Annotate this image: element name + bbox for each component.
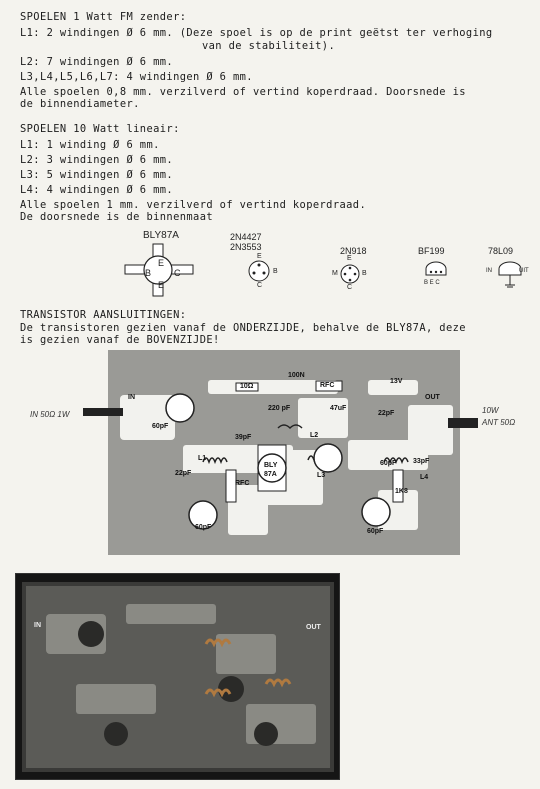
c-60p-d: 60pF — [367, 528, 384, 535]
bly-label1: BLY — [264, 462, 278, 469]
q2-pin-b: B — [273, 268, 278, 275]
section1-note1: Alle spoelen 0,8 mm. verzilverd of verti… — [20, 86, 466, 98]
section2-title: SPOELEN 10 Watt lineair: — [20, 123, 180, 135]
c-33p: 33pF — [413, 458, 430, 465]
to72-diagram — [340, 264, 360, 284]
reg-pin-out: UIT — [519, 268, 529, 274]
q2-name2: 2N3553 — [230, 242, 262, 252]
c-60p-a: 60pF — [152, 423, 169, 430]
section2-note1: Alle spoelen 1 mm. verzilverd of vertind… — [20, 199, 367, 211]
q3-name: 2N918 — [340, 246, 367, 256]
c-39p: 39pF — [235, 434, 252, 441]
reg-pin-in: IN — [486, 268, 492, 274]
coil-l4: L4 — [420, 474, 429, 481]
bly87a-pin-e1: E — [158, 258, 165, 268]
coil-l3: L3 — [317, 472, 326, 479]
section3-line1: De transistoren gezien vanaf de ONDERZIJ… — [20, 322, 466, 334]
reg-name: 78L09 — [488, 246, 514, 256]
q2-pin-c: C — [257, 282, 263, 289]
regulator-diagram — [498, 261, 522, 288]
board-photo-image — [22, 582, 334, 772]
pad-in: IN — [128, 394, 135, 401]
bly-label2: 87A — [264, 471, 277, 478]
pad-out: OUT — [425, 394, 440, 401]
q4-name: BF199 — [418, 246, 445, 256]
q3-pin-m: M — [332, 270, 338, 277]
pad-13v: 13V — [390, 378, 403, 385]
r-10ohm: 10Ω — [240, 383, 254, 390]
section2-note2: De doorsnede is de binnenmaat — [20, 211, 214, 223]
bly87a-pin-e2: E — [158, 280, 165, 290]
section1-l1: L1: 2 windingen Ø 6 mm. (Deze spoel is o… — [20, 27, 493, 39]
c-22p-b: 22pF — [175, 470, 192, 477]
photo-out: OUT — [306, 624, 321, 631]
c-60p-b: 60pF — [380, 460, 397, 467]
q3-pin-e: E — [347, 255, 352, 262]
bly87a-diagram — [124, 243, 194, 297]
section1-l2: L2: 7 windingen Ø 6 mm. — [20, 56, 174, 68]
bly87a-pin-c: C — [174, 268, 181, 278]
c-220p: 220 pF — [268, 405, 291, 412]
board-in-label: IN 50Ω 1W — [30, 410, 70, 419]
section1-title: SPOELEN 1 Watt FM zender: — [20, 11, 187, 23]
pcb-layout-diagram — [83, 350, 478, 555]
board-out-label2: ANT 50Ω — [482, 418, 516, 427]
c-100n: 100N — [288, 372, 305, 379]
q2-name1: 2N4427 — [230, 232, 262, 242]
rfc-1: RFC — [320, 382, 335, 389]
q2-pin-e: E — [257, 253, 262, 260]
r-1k8: 1K8 — [395, 488, 408, 495]
coil-l1: L1 — [198, 455, 207, 462]
rfc-2: RFC — [235, 480, 250, 487]
section1-l3-l7: L3,L4,L5,L6,L7: 4 windingen Ø 6 mm. — [20, 71, 253, 83]
to92-diagram — [425, 261, 447, 276]
board-photo: IN OUT — [15, 573, 340, 780]
section1-l1-cont: van de stabiliteit). — [202, 40, 336, 52]
q4-pins: B E C — [424, 280, 440, 286]
section2-l1: L1: 1 winding Ø 6 mm. — [20, 139, 160, 151]
section3-line2: is gezien vanaf de BOVENZIJDE! — [20, 334, 220, 346]
c-60p-c: 60pF — [195, 524, 212, 531]
coil-l2: L2 — [310, 432, 319, 439]
bly87a-name: BLY87A — [143, 230, 179, 241]
section2-l2: L2: 3 windingen Ø 6 mm. — [20, 154, 174, 166]
to39-diagram — [248, 260, 270, 282]
board-out-label1: 10W — [482, 406, 499, 415]
bly87a-pin-b: B — [145, 268, 152, 278]
section2-l3: L3: 5 windingen Ø 6 mm. — [20, 169, 174, 181]
c-47u: 47uF — [330, 405, 347, 412]
section2-l4: L4: 4 windingen Ø 6 mm. — [20, 184, 174, 196]
section3-title: TRANSISTOR AANSLUITINGEN: — [20, 309, 187, 321]
c-22p-a: 22pF — [378, 410, 395, 417]
photo-in: IN — [34, 622, 41, 629]
q3-pin-c: C — [347, 284, 353, 291]
q3-pin-b: B — [362, 270, 367, 277]
section1-note2: de binnendiameter. — [20, 98, 140, 110]
